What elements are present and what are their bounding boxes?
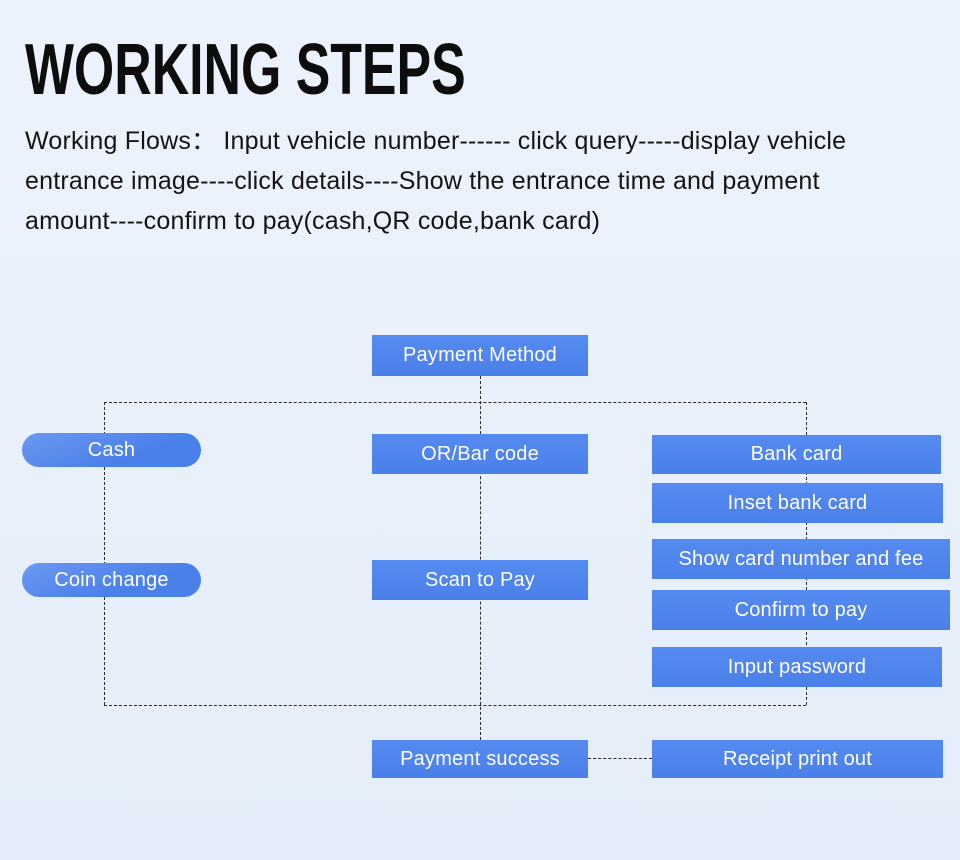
- flow-node-bank-card: Bank card: [652, 435, 941, 474]
- flow-node-receipt-print-out: Receipt print out: [652, 740, 943, 778]
- flow-node-input-password: Input password: [652, 647, 942, 687]
- flow-node-scan-to-pay: Scan to Pay: [372, 560, 588, 600]
- connector-success-to-receipt: [588, 758, 652, 759]
- flow-node-cash: Cash: [22, 433, 201, 467]
- flow-node-payment-method: Payment Method: [372, 335, 588, 376]
- flow-node-coin-change: Coin change: [22, 563, 201, 597]
- page-title: WORKING STEPS: [25, 30, 466, 110]
- flow-node-confirm-to-pay: Confirm to pay: [652, 590, 950, 630]
- connector-center-vertical: [480, 376, 481, 740]
- flow-node-inset-bank-card: Inset bank card: [652, 483, 943, 523]
- flow-node-qr-bar-code: OR/Bar code: [372, 434, 588, 474]
- flow-node-payment-success: Payment success: [372, 740, 588, 778]
- intro-line-2: entrance image----click details----Show …: [25, 167, 820, 195]
- working-flow-description: Working Flows： Input vehicle number-----…: [25, 121, 935, 241]
- connector-bottom-horizontal: [104, 705, 806, 706]
- connector-left-vertical: [104, 402, 105, 705]
- flow-node-show-card-number-and-fee: Show card number and fee: [652, 539, 950, 579]
- intro-line-1: Working Flows： Input vehicle number-----…: [25, 127, 847, 155]
- intro-line-3: amount----confirm to pay(cash,QR code,ba…: [25, 207, 601, 235]
- connector-top-horizontal: [104, 402, 806, 403]
